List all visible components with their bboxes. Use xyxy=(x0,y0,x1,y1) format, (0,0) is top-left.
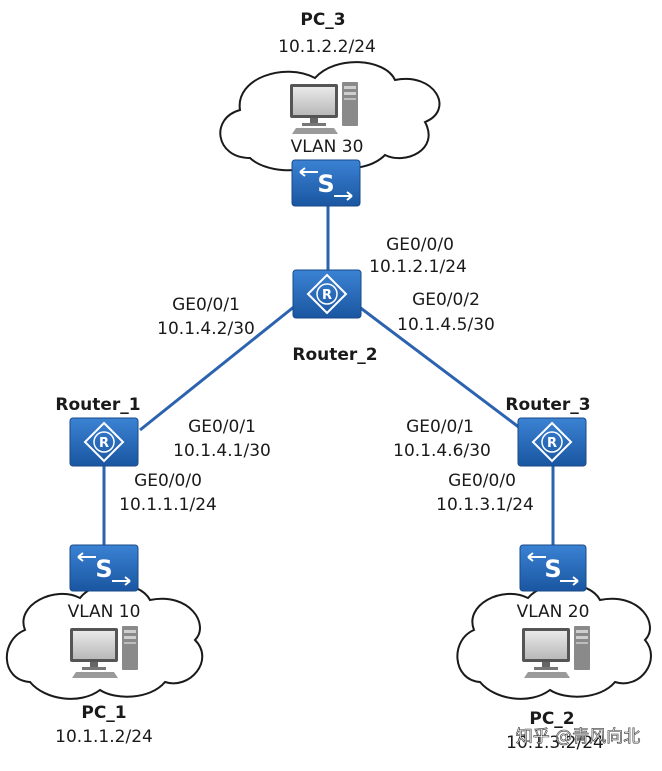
switch-vlan-10[interactable]: S xyxy=(69,544,139,592)
vlan-20-label: VLAN 20 xyxy=(517,602,590,622)
r1-ge001-port: GE0/0/1 xyxy=(188,417,256,437)
switch-glyph: S xyxy=(95,555,112,583)
r3-ge001-ip: 10.1.4.6/30 xyxy=(393,441,491,461)
vlan-10-label: VLAN 10 xyxy=(68,602,141,622)
r2-ge001-port: GE0/0/1 xyxy=(172,295,240,315)
router-glyph: R xyxy=(547,436,557,451)
switch-glyph: S xyxy=(544,555,561,583)
r1-ge001-ip: 10.1.4.1/30 xyxy=(173,441,271,461)
r2-ge002-port: GE0/0/2 xyxy=(412,290,480,310)
links xyxy=(102,205,555,545)
router-2[interactable]: R xyxy=(292,269,362,319)
r3-ge000-ip: 10.1.3.1/24 xyxy=(436,495,534,515)
link-r2-r1 xyxy=(139,304,296,432)
router-glyph: R xyxy=(322,288,332,303)
router-3[interactable]: R xyxy=(517,417,587,467)
r3-ge000-port: GE0/0/0 xyxy=(448,471,516,491)
pc3-ip: 10.1.2.2/24 xyxy=(278,37,376,57)
pc2-ip: 10.1.3.2/24 xyxy=(506,733,604,753)
link-r2-r3 xyxy=(357,304,521,430)
router-2-name: Router_2 xyxy=(292,345,377,365)
r2-ge001-ip: 10.1.4.2/30 xyxy=(157,319,255,339)
switch-glyph: S xyxy=(317,170,334,198)
watermark: 知乎 @青风向北 xyxy=(515,727,640,748)
router-1-name: Router_1 xyxy=(55,395,140,415)
r3-ge001-port: GE0/0/1 xyxy=(406,417,474,437)
r1-ge000-ip: 10.1.1.1/24 xyxy=(119,495,217,515)
vlan-30-label: VLAN 30 xyxy=(291,137,364,157)
router-3-name: Router_3 xyxy=(505,395,590,415)
r2-ge002-ip: 10.1.4.5/30 xyxy=(397,315,495,335)
router-1[interactable]: R xyxy=(69,417,139,467)
pc1-ip: 10.1.1.2/24 xyxy=(55,727,153,747)
r1-ge000-port: GE0/0/0 xyxy=(134,471,202,491)
switch-vlan-20[interactable]: S xyxy=(519,544,587,592)
pc3-name: PC_3 xyxy=(300,10,345,30)
pc2-name: PC_2 xyxy=(529,709,574,729)
pc1-name: PC_1 xyxy=(81,703,126,723)
switch-vlan-30[interactable]: S xyxy=(291,159,361,207)
r2-ge000-ip: 10.1.2.1/24 xyxy=(369,257,467,277)
router-glyph: R xyxy=(99,436,109,451)
r2-ge000-port: GE0/0/0 xyxy=(386,235,454,255)
watermark-text: 知乎 @青风向北 xyxy=(516,727,640,747)
